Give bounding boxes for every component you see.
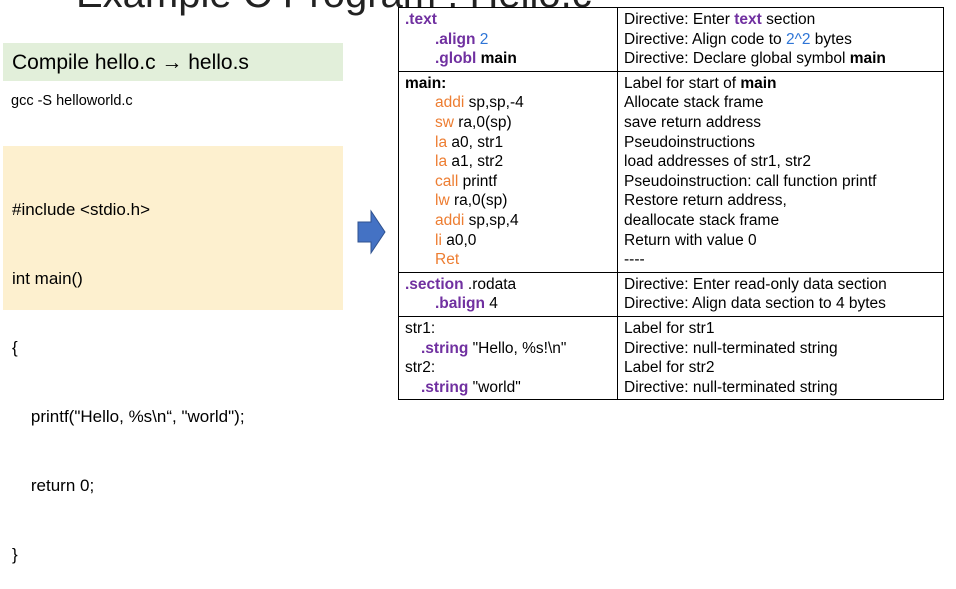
desc-text: Restore return address, bbox=[624, 192, 787, 210]
section-arg: .rodata bbox=[463, 275, 517, 293]
desc-text: Directive: null-terminated string bbox=[624, 378, 838, 396]
instr-op: addi bbox=[435, 94, 465, 112]
desc-text: ---- bbox=[624, 251, 645, 269]
instr-op: li bbox=[435, 231, 442, 249]
globl-arg: main bbox=[480, 50, 517, 68]
source-line: int main() bbox=[12, 269, 83, 288]
instr-op: lw bbox=[435, 192, 450, 210]
section-directive: .section bbox=[405, 275, 464, 293]
source-line: #include <stdio.h> bbox=[12, 200, 150, 219]
desc-text: section bbox=[761, 11, 816, 28]
main-label: main: bbox=[405, 74, 447, 92]
desc-text: Label for str1 bbox=[624, 319, 715, 337]
desc-text: Return with value 0 bbox=[624, 231, 757, 249]
gcc-command: gcc -S helloworld.c bbox=[11, 93, 133, 109]
instr-op: call bbox=[435, 172, 459, 190]
desc-text: Pseudoinstruction: call function printf bbox=[624, 172, 877, 190]
source-line: { bbox=[12, 338, 18, 357]
desc-number: 2^2 bbox=[785, 30, 811, 48]
str1-label: str1: bbox=[405, 319, 436, 337]
instr-op: la bbox=[435, 153, 448, 171]
text-section-desc: Directive: Enter text section Directive:… bbox=[617, 7, 944, 72]
strings-section-code: str1: .string "Hello, %s!\n" str2: .stri… bbox=[398, 315, 618, 401]
desc-text: load addresses of str1, str2 bbox=[624, 153, 811, 171]
instr-args: a0,0 bbox=[441, 231, 477, 249]
desc-bold: main bbox=[849, 50, 886, 68]
str2-label: str2: bbox=[405, 359, 436, 377]
main-section-row: main: addi sp,sp,-4 sw ra,0(sp) la a0, s… bbox=[398, 70, 944, 273]
instr-op: la bbox=[435, 133, 448, 151]
rodata-section-row: .section .rodata .balign 4 Directive: En… bbox=[398, 271, 944, 317]
desc-bold: text bbox=[734, 11, 762, 28]
string-directive: .string bbox=[421, 378, 469, 396]
rodata-section-desc: Directive: Enter read-only data section … bbox=[617, 271, 944, 317]
align-arg: 2 bbox=[479, 30, 489, 48]
source-line: printf("Hello, %s\n“, "world"); bbox=[12, 407, 245, 426]
instr-op: addi bbox=[435, 211, 465, 229]
string-directive: .string bbox=[421, 339, 469, 357]
balign-arg: 4 bbox=[484, 295, 498, 313]
desc-text: save return address bbox=[624, 113, 761, 131]
desc-text: Label for str2 bbox=[624, 359, 715, 377]
globl-directive: .globl bbox=[435, 50, 477, 68]
instr-args: printf bbox=[458, 172, 498, 190]
strings-section-row: str1: .string "Hello, %s!\n" str2: .stri… bbox=[398, 315, 944, 401]
compile-label: Compile hello.c → hello.s bbox=[3, 43, 343, 81]
balign-directive: .balign bbox=[435, 295, 485, 313]
assembly-table: .text .align 2 .globl main Directive: En… bbox=[398, 7, 944, 401]
strings-section-desc: Label for str1 Directive: null-terminate… bbox=[617, 315, 944, 401]
desc-text: Pseudoinstructions bbox=[624, 133, 755, 151]
desc-text: Allocate stack frame bbox=[624, 94, 764, 112]
desc-text: Directive: Align code to bbox=[624, 30, 786, 48]
desc-bold: main bbox=[740, 74, 777, 92]
source-line: return 0; bbox=[12, 476, 95, 495]
instr-op: sw bbox=[435, 113, 454, 131]
string-value: "world" bbox=[468, 378, 521, 396]
desc-text: Label for start of bbox=[624, 74, 741, 92]
source-line: } bbox=[12, 545, 18, 564]
desc-text: Directive: null-terminated string bbox=[624, 339, 838, 357]
desc-text: bytes bbox=[810, 30, 852, 48]
c-source-code: #include <stdio.h> int main() { printf("… bbox=[3, 146, 343, 564]
desc-text: Directive: Enter read-only data section bbox=[624, 275, 887, 293]
instr-args: sp,sp,4 bbox=[464, 211, 519, 229]
main-section-desc: Label for start of main Allocate stack f… bbox=[617, 70, 944, 273]
instr-args: ra,0(sp) bbox=[453, 113, 512, 131]
desc-text: Directive: Enter bbox=[624, 11, 735, 28]
rodata-section-code: .section .rodata .balign 4 bbox=[398, 271, 618, 317]
desc-text: deallocate stack frame bbox=[624, 211, 780, 229]
instr-args: a1, str2 bbox=[447, 153, 504, 171]
desc-text: Directive: Declare global symbol bbox=[624, 50, 850, 68]
string-value: "Hello, %s!\n" bbox=[468, 339, 567, 357]
desc-text: Directive: Align data section to 4 bytes bbox=[624, 295, 886, 313]
right-arrow-icon bbox=[357, 209, 386, 255]
text-section-code: .text .align 2 .globl main bbox=[398, 7, 618, 72]
instr-args: ra,0(sp) bbox=[449, 192, 508, 210]
instr-args: a0, str1 bbox=[447, 133, 504, 151]
main-section-code: main: addi sp,sp,-4 sw ra,0(sp) la a0, s… bbox=[398, 70, 618, 273]
instr-args: sp,sp,-4 bbox=[464, 94, 524, 112]
instr-op: Ret bbox=[435, 251, 460, 269]
text-directive: .text bbox=[405, 11, 437, 28]
text-section-row: .text .align 2 .globl main Directive: En… bbox=[398, 7, 944, 72]
align-directive: .align bbox=[435, 30, 476, 48]
